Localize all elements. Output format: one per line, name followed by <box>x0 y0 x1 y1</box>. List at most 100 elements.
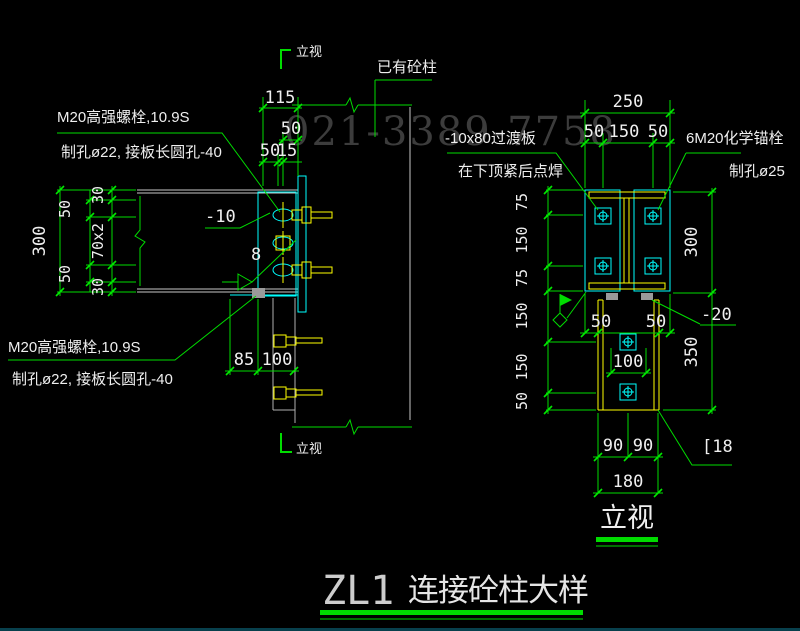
dim-ticks-300 <box>55 185 65 297</box>
dim-ticks-5015 <box>258 157 288 167</box>
dim-ticks-115 <box>258 103 303 113</box>
dim-w50a: 50 <box>584 122 604 142</box>
dim-chain-70x2: 70x2 <box>89 223 107 259</box>
channel-member <box>597 299 660 411</box>
plate-thickness-label: -10 <box>205 207 236 227</box>
dim-chain-50a: 50 <box>56 200 74 218</box>
dim-w150: 150 <box>609 122 640 142</box>
dim-85: 85 <box>234 350 254 370</box>
section-label-bottom: 立视 <box>296 441 322 456</box>
transition-plate-note-line1: -10x80过渡板 <box>445 129 536 147</box>
lower-plate <box>272 298 296 423</box>
plate-thickness-leader <box>205 212 271 229</box>
end-plate <box>257 191 297 297</box>
dim-gap-50b: 50 <box>646 312 666 332</box>
weld-symbol-icon <box>222 239 297 291</box>
anchor-bolt-icon <box>619 333 637 351</box>
dim-line-height-chain <box>89 186 113 296</box>
column-bottom-cut-line <box>292 418 412 436</box>
anchor-bolt-icon <box>594 257 612 275</box>
anchor-note-line2: 制孔ø25 <box>729 163 785 180</box>
dim-ticks-left-chain <box>543 185 553 415</box>
title-underline-thick <box>320 610 583 615</box>
beam-flanges <box>137 189 298 293</box>
dim-50-left: 50 <box>260 141 280 161</box>
dim-90b: 90 <box>633 436 653 456</box>
dim-lower-350: 350 <box>682 337 702 368</box>
dim-ticks-250 <box>580 108 675 118</box>
transition-plate-note-line2: 在下顶紧后点焊 <box>458 163 563 180</box>
lower-bolt-2 <box>273 386 323 400</box>
dim-chain-50b: 50 <box>56 265 74 283</box>
bolt-note-top-leader <box>57 132 281 213</box>
right-view: 250 50 150 50 <box>445 92 785 547</box>
anchor-bolt-symbols <box>594 207 662 401</box>
drawing-name: 连接砼柱大样 <box>408 573 588 608</box>
anchor-note-leader <box>657 152 741 211</box>
bolt-row-1 <box>272 202 333 228</box>
dim-plate-300: 300 <box>682 227 702 258</box>
section-mark-bottom-icon <box>280 433 292 453</box>
section-label-top: 立视 <box>296 44 322 59</box>
channel-label-leader <box>657 409 732 466</box>
dim-chain-30b: 30 <box>89 278 107 296</box>
dim-lc-150a: 150 <box>513 226 531 253</box>
bolt-row-3 <box>272 257 333 283</box>
dim-ticks-right <box>707 187 717 415</box>
left-view: 立视 立视 已有砼柱 <box>8 44 437 456</box>
dim-15: 15 <box>277 141 297 161</box>
watermark: 021-3389-7758 <box>284 109 617 155</box>
anchor-bolt-icon <box>619 383 637 401</box>
dim-ticks-50r <box>278 135 303 145</box>
dim-w50b: 50 <box>648 122 668 142</box>
bolt-note-bottom-line1: M20高强螺栓,10.9S <box>8 339 141 356</box>
dim-lc-150c: 150 <box>513 353 531 380</box>
anchor-bolt-icon <box>644 257 662 275</box>
right-view-title: 立视 <box>600 503 654 533</box>
dim-lc-150b: 150 <box>513 302 531 329</box>
shim-plate <box>252 288 265 298</box>
transition-plate-leader <box>447 152 599 211</box>
bolt-note-bottom-line2: 制孔ø22, 接板长圆孔-40 <box>12 370 173 388</box>
shim-thickness-label: -20 <box>701 305 732 325</box>
drawing-title: ZL1 连接砼柱大样 <box>320 568 589 620</box>
bolt-note-top-line1: M20高强螺栓,10.9S <box>57 109 190 126</box>
transition-plate-right <box>633 189 671 292</box>
bolt-note-bottom-leader <box>8 295 257 361</box>
bolt-row-2 <box>272 231 294 255</box>
bottom-edge-strip <box>0 628 800 631</box>
beam-break-symbol <box>134 196 146 286</box>
existing-column-label: 已有砼柱 <box>377 59 437 76</box>
bolt-note-top-line2: 制孔ø22, 接板长圆孔-40 <box>61 143 222 161</box>
channel-label: [18 <box>702 437 733 457</box>
weld-size-label: 8 <box>251 245 261 265</box>
transition-plate-edge <box>297 175 307 313</box>
anchor-note-line1: 6M20化学锚栓 <box>686 130 784 147</box>
view-title-underline-thick <box>596 537 658 542</box>
dim-ticks-height-chain <box>85 185 117 297</box>
dim-250: 250 <box>613 92 644 112</box>
dim-ticks-9090 <box>593 452 663 462</box>
field-weld-flag-icon <box>552 291 587 328</box>
lower-bolt-1 <box>273 334 323 348</box>
dim-anchor-100: 100 <box>613 352 644 372</box>
dim-100: 100 <box>262 350 293 370</box>
dim-ticks-100 <box>606 368 651 378</box>
dim-lc-50: 50 <box>513 392 531 410</box>
dim-ticks-180 <box>593 488 663 498</box>
dim-chain-30a: 30 <box>89 186 107 204</box>
dim-ticks-50-150-50 <box>580 138 675 148</box>
shim-right <box>641 293 653 300</box>
dim-lc-75a: 75 <box>513 193 531 211</box>
dim-300: 300 <box>30 226 50 257</box>
anchor-bolt-icon <box>594 207 612 225</box>
section-mark-top-icon <box>280 49 291 69</box>
shim-left <box>606 293 618 300</box>
dim-50-right: 50 <box>281 119 301 139</box>
dim-180: 180 <box>613 472 644 492</box>
dim-ticks-85-100 <box>225 366 299 376</box>
beam-end-section <box>588 191 666 290</box>
dim-lc-75b: 75 <box>513 269 531 287</box>
